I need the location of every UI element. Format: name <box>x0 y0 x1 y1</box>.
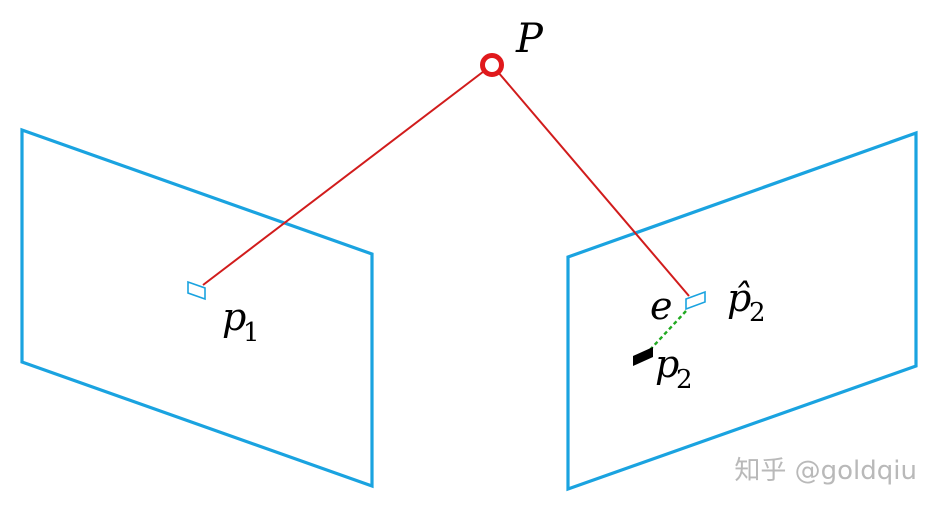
p2-observed-marker <box>633 347 653 366</box>
label-p1-sub: 1 <box>243 318 260 348</box>
label-p2hat: p̂ 2 <box>727 276 766 328</box>
label-p1: p 1 <box>222 295 260 348</box>
label-e: e <box>650 284 673 328</box>
label-p2-base: p <box>655 342 679 386</box>
p2hat-marker <box>685 290 706 311</box>
ray-to-p1 <box>202 64 493 286</box>
label-p2hat-base: p̂ <box>727 276 751 320</box>
p1-marker <box>187 280 206 301</box>
label-p2hat-sub: 2 <box>749 298 766 328</box>
ray-to-p2hat <box>491 64 690 297</box>
label-p2: p 2 <box>655 342 693 395</box>
right-image-plane <box>566 130 918 492</box>
label-p1-base: p <box>222 295 246 339</box>
watermark: 知乎 @goldqiu <box>734 456 917 486</box>
reprojection-error-line <box>647 310 687 353</box>
point-P-marker <box>480 53 504 77</box>
label-p2-sub: 2 <box>676 365 693 395</box>
left-image-plane <box>20 127 374 489</box>
label-P: P <box>515 16 544 62</box>
